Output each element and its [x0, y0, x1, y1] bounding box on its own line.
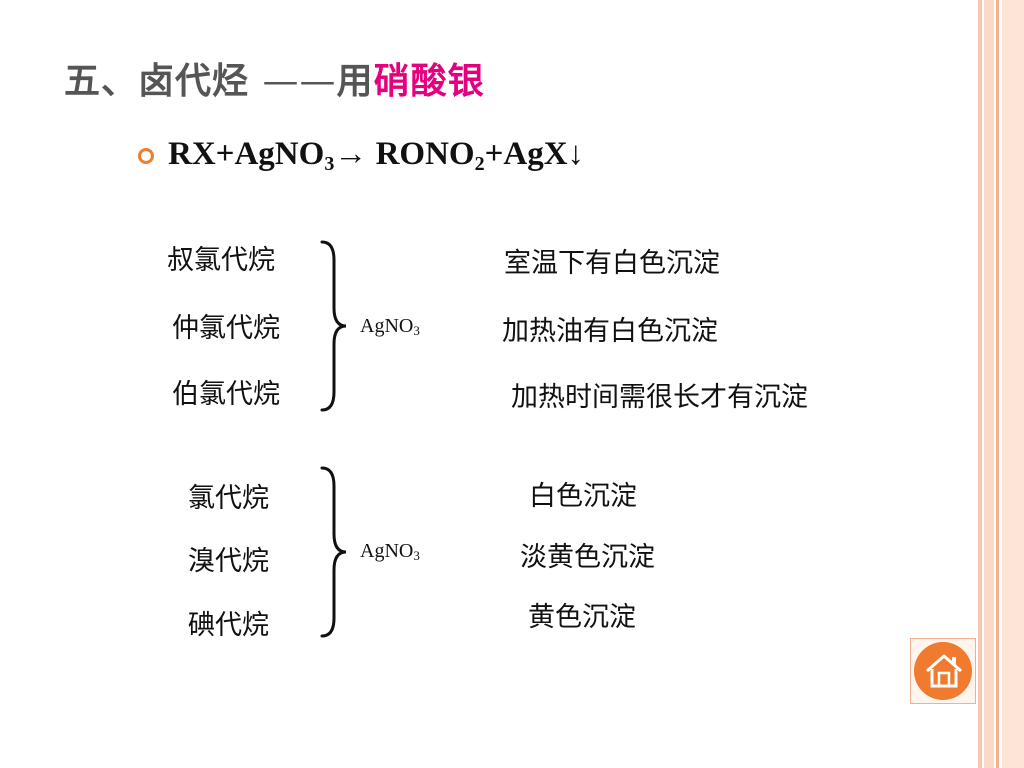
compound-label: 叔氯代烷 [167, 245, 275, 276]
compound-label: 伯氯代烷 [172, 379, 280, 410]
decorative-stripes [978, 0, 1024, 768]
reagent-label: AgNO3 [360, 315, 420, 339]
equation-part: +AgX↓ [484, 136, 585, 172]
equation-subscript: 2 [474, 153, 485, 175]
title-prefix: 五、卤代烃 [64, 61, 263, 102]
home-icon [926, 654, 962, 688]
result-label: 淡黄色沉淀 [520, 542, 655, 573]
stripe [1002, 0, 1024, 768]
compound-label: 仲氯代烷 [172, 313, 280, 344]
result-label: 室温下有白色沉淀 [504, 248, 720, 279]
reaction-equation: RX+AgNO3→ RONO2+AgX↓ [168, 136, 584, 176]
reagent-formula: AgNO [360, 540, 414, 562]
result-label: 加热油有白色沉淀 [502, 316, 718, 347]
stripe [984, 0, 994, 768]
slide-title: 五、卤代烃 ——用硝酸银 [64, 52, 485, 104]
curly-brace [320, 240, 347, 412]
result-label: 加热时间需很长才有沉淀 [511, 382, 808, 413]
title-dash: —— [262, 61, 337, 102]
equation-part: RX+AgNO [168, 136, 325, 172]
reagent-label: AgNO3 [360, 540, 420, 564]
result-label: 白色沉淀 [529, 481, 637, 512]
reagent-subscript: 3 [413, 323, 420, 338]
curly-brace [320, 466, 347, 638]
equation-part: → RONO [334, 136, 475, 172]
compound-label: 溴代烷 [188, 546, 269, 577]
bullet-icon [138, 148, 154, 164]
equation-subscript: 3 [324, 153, 335, 175]
home-button[interactable] [910, 638, 976, 704]
result-label: 黄色沉淀 [528, 602, 636, 633]
compound-label: 氯代烷 [188, 483, 269, 514]
reagent-subscript: 3 [413, 548, 420, 563]
equation-bullet-item: RX+AgNO3→ RONO2+AgX↓ [138, 136, 584, 176]
stripe [996, 0, 999, 768]
home-button-circle [914, 642, 972, 700]
title-mid: 用 [336, 61, 374, 102]
compound-label: 碘代烷 [188, 610, 269, 641]
stripe [978, 0, 982, 768]
reagent-formula: AgNO [360, 315, 414, 337]
title-highlight: 硝酸银 [373, 61, 485, 102]
